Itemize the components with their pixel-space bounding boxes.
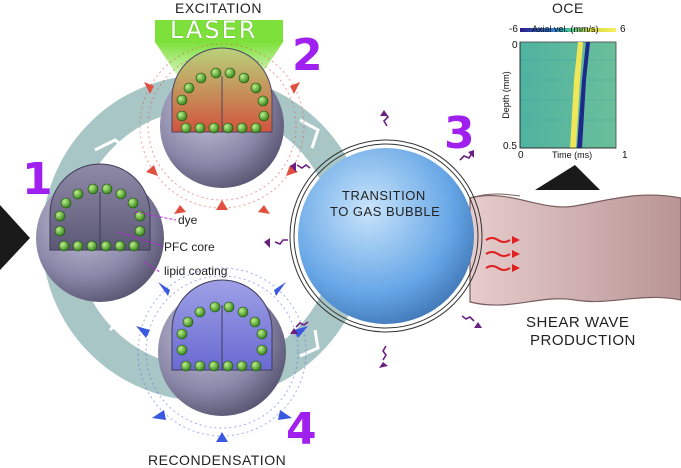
transition-label-line2: TO GAS BUBBLE	[330, 204, 441, 219]
colorbar-max: 6	[620, 24, 626, 35]
pfc-core-label: PFC core	[164, 240, 215, 254]
sphere-excitation	[139, 43, 305, 214]
acoustic-emission	[274, 111, 475, 361]
y-tick-top: 0	[512, 40, 518, 51]
transition-label-line1: TRANSITION	[342, 188, 426, 203]
x-axis-label: Time (ms)	[552, 150, 593, 160]
dye-label: dye	[178, 213, 198, 227]
recondensation-label: RECONDENSATION	[148, 452, 287, 468]
colorbar-min: -6	[509, 24, 518, 35]
shear-waves	[485, 237, 511, 271]
dye-beads	[54, 67, 270, 372]
oce-inset	[519, 28, 617, 190]
callout-lines	[117, 211, 177, 273]
step-1: 1	[22, 154, 53, 205]
shear-wave-label-line2: PRODUCTION	[530, 332, 636, 349]
y-axis-label: Depth (mm)	[500, 71, 511, 119]
lipid-coating-label: lipid coating	[164, 264, 228, 278]
laser-label: LASER	[170, 16, 258, 44]
oce-title: OCE	[552, 0, 584, 16]
y-tick-bottom: 0.5	[503, 141, 517, 152]
gas-bubble	[289, 139, 483, 333]
sphere-recondensation	[136, 267, 308, 442]
excitation-label: EXCITATION	[175, 0, 262, 16]
tissue-block	[469, 193, 681, 306]
x-tick-right: 1	[622, 150, 628, 161]
step-4: 4	[286, 404, 317, 455]
step-3: 3	[444, 108, 475, 159]
shear-wave-label-line1: SHEAR WAVE	[526, 314, 630, 331]
x-tick-left: 0	[518, 150, 524, 161]
colorbar-label: Axial vel. (mm/s)	[532, 24, 599, 34]
left-arrow	[0, 205, 30, 270]
step-2: 2	[292, 30, 323, 81]
